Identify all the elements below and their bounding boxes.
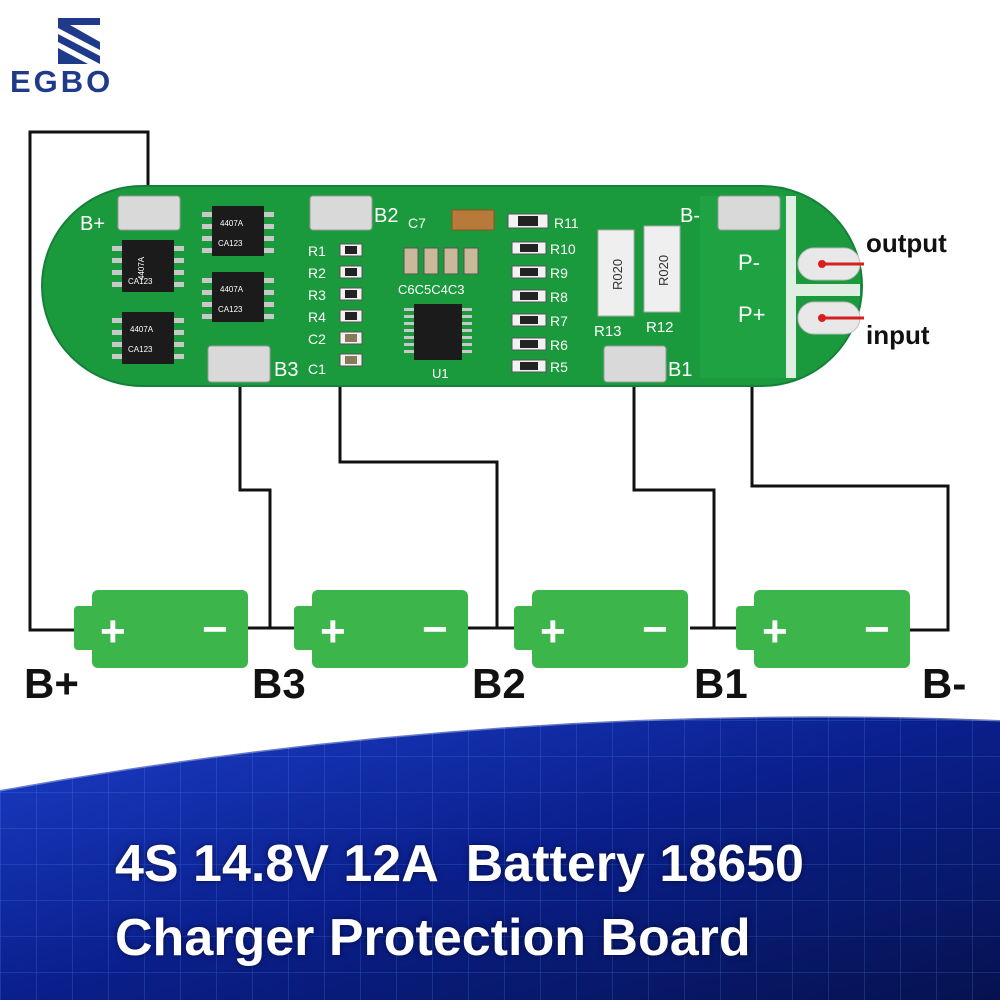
input-label: input xyxy=(866,320,930,350)
pad-label-b3: B3 xyxy=(274,359,298,381)
label-c6c5c4c3: C6C5C4C3 xyxy=(398,282,464,297)
label-r2: R2 xyxy=(308,265,326,281)
left-passives xyxy=(339,243,363,367)
label-u1: U1 xyxy=(432,366,449,381)
io-callouts: output input xyxy=(818,228,947,350)
battery-minus-sign: − xyxy=(864,605,890,654)
port-label-p-minus: P- xyxy=(738,250,760,275)
battery-cell: + − xyxy=(74,590,248,668)
label-r1: R1 xyxy=(308,243,326,259)
battery-cell: + − xyxy=(294,590,468,668)
pad-label-b2: B2 xyxy=(374,205,398,227)
battery-minus-sign: − xyxy=(642,605,668,654)
mosfet-chip: 4407A CA123 xyxy=(122,312,174,364)
label-r3: R3 xyxy=(308,287,326,303)
battery-minus-sign: − xyxy=(202,605,228,654)
protection-board: B+ B2 B- B3 B1 P- P+ 4407A CA123 4407A C… xyxy=(41,185,863,387)
shunt-resistor-r13 xyxy=(597,229,635,317)
product-title-line-2: Charger Protection Board xyxy=(115,909,751,967)
battery-cell: + − xyxy=(736,590,910,668)
mosfet-chip: 4407A CA123 xyxy=(212,272,264,322)
shunt-marking-r12: R020 xyxy=(656,255,671,286)
svg-text:CA123: CA123 xyxy=(128,345,153,354)
battery-plus-sign: + xyxy=(540,607,566,656)
mosfet-chip: 4407A CA123 xyxy=(212,206,264,256)
label-r13: R13 xyxy=(594,323,622,340)
chip-pins xyxy=(112,212,274,359)
pad-b2 xyxy=(309,195,373,231)
label-r4: R4 xyxy=(308,309,326,325)
ic-u1 xyxy=(414,304,462,360)
pad-label-bminus: B- xyxy=(680,205,700,227)
ic-u1-pins xyxy=(404,308,472,353)
wire-b1 xyxy=(632,368,716,630)
svg-text:4407A: 4407A xyxy=(130,325,154,334)
pad-label-bplus: B+ xyxy=(80,213,105,235)
shunt-resistor-r12 xyxy=(643,225,681,313)
label-r8: R8 xyxy=(550,289,568,305)
battery-plus-sign: + xyxy=(100,607,126,656)
svg-text:CA123: CA123 xyxy=(218,239,243,248)
pad-bplus xyxy=(117,195,181,231)
terminal-label-bminus: B- xyxy=(922,660,966,707)
brand-name: EGBO xyxy=(10,64,113,99)
svg-text:4407A: 4407A xyxy=(137,256,146,280)
right-passives xyxy=(507,213,549,373)
svg-text:4407A: 4407A xyxy=(220,285,244,294)
wire-bminus xyxy=(750,210,950,632)
label-r7: R7 xyxy=(550,313,568,329)
battery-plus-sign: + xyxy=(320,607,346,656)
capacitor-c7 xyxy=(451,209,495,231)
banner-background xyxy=(0,714,1000,1000)
port-label-p-plus: P+ xyxy=(738,302,766,327)
label-c2: C2 xyxy=(308,331,326,347)
terminal-label-bplus: B+ xyxy=(24,660,79,707)
battery-minus-sign: − xyxy=(422,605,448,654)
label-r6: R6 xyxy=(550,337,568,353)
label-c7: C7 xyxy=(408,215,426,231)
pad-b3 xyxy=(207,345,271,383)
label-r10: R10 xyxy=(550,241,576,257)
terminal-label-b2: B2 xyxy=(472,660,526,707)
label-r12: R12 xyxy=(646,319,674,336)
terminal-label-b1: B1 xyxy=(694,660,748,707)
wire-b3 xyxy=(238,370,272,630)
battery-plus-sign: + xyxy=(762,607,788,656)
shunt-marking-r13: R020 xyxy=(610,259,625,290)
label-r9: R9 xyxy=(550,265,568,281)
product-title-line-1: 4S 14.8V 12A Battery 18650 xyxy=(115,835,804,893)
pad-bminus xyxy=(717,195,781,231)
terminal-label-b3: B3 xyxy=(252,660,306,707)
pad-label-b1: B1 xyxy=(668,359,692,381)
output-label: output xyxy=(866,228,947,258)
svg-text:CA123: CA123 xyxy=(128,277,153,286)
capacitor-bank xyxy=(403,247,479,275)
egbo-logo-mark xyxy=(58,18,100,64)
label-r5: R5 xyxy=(550,359,568,375)
svg-text:4407A: 4407A xyxy=(220,219,244,228)
mosfet-chip: 4407A CA123 xyxy=(122,240,174,292)
svg-text:CA123: CA123 xyxy=(218,305,243,314)
pad-b1 xyxy=(603,345,667,383)
battery-cell: + − xyxy=(514,590,688,668)
label-r11: R11 xyxy=(554,215,579,231)
label-c1: C1 xyxy=(308,361,326,377)
brand-logo: EGBO xyxy=(10,18,113,99)
wire-bplus xyxy=(28,130,150,632)
